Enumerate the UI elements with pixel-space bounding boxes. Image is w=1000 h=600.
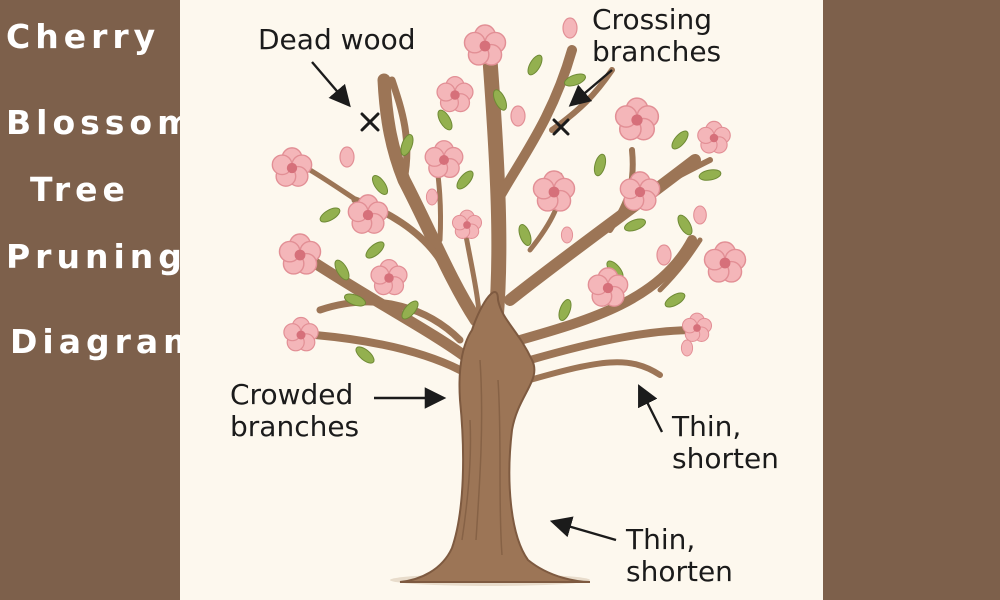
arrow-thin-lower (549, 516, 617, 542)
tree-trunk (399, 291, 591, 583)
label-thin-upper-line-1: Thin, (672, 410, 742, 443)
label-thin-lower-line-2: shorten (626, 555, 733, 588)
title-line-tree: Tree (30, 170, 130, 209)
arrow-dead-wood (311, 61, 351, 108)
title-line-diagram: Diagram (10, 322, 203, 361)
label-crossing-line-2: branches (592, 35, 722, 68)
label-thin-upper-line-2: shorten (672, 442, 779, 475)
arrow-crossing (568, 69, 613, 107)
label-thin-lower-line-1: Thin, (626, 523, 696, 556)
label-crowded-line-2: branches (230, 410, 360, 443)
label-dead-wood: Dead wood (258, 23, 416, 56)
tree-illustration (271, 17, 747, 586)
title-line-pruning: Pruning (6, 237, 187, 276)
label-crossing-line-1: Crossing (592, 3, 713, 36)
trunk-texture (461, 359, 503, 556)
right-border-panel (823, 0, 1000, 600)
title-line-blossom: Blossom (6, 103, 197, 142)
arrow-thin-upper (638, 384, 664, 433)
cut-mark-dead-wood (360, 112, 380, 132)
title-panel: Cherry Blossom Tree Pruning Diagram (0, 0, 198, 600)
cut-mark-crossing (552, 118, 570, 136)
title-line-cherry: Cherry (6, 17, 161, 56)
diagram-canvas: Dead wood Crossing branches Crowded bran… (180, 0, 823, 600)
label-crowded-line-1: Crowded (230, 378, 354, 411)
